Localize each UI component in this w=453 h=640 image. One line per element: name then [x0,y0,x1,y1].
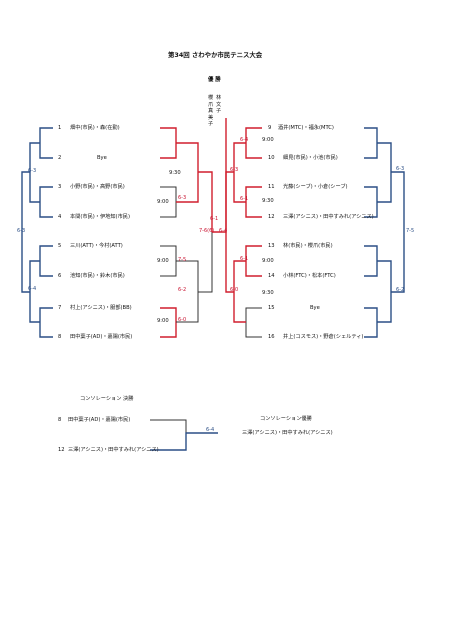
left-bracket-1-2 [39,127,53,159]
entry-name: Bye [310,305,320,311]
score-label: 6-2 [178,287,187,293]
right-semi [225,171,234,293]
entry-name: 小野(市民)・高野(市民) [70,184,125,190]
consolation-bracket [150,419,187,451]
right-inner-13 [245,245,262,277]
match-time: 9:30 [262,290,274,296]
champion-name-col1: 林 文 子 [216,95,222,115]
entry-number: 11 [268,184,275,190]
right-bracket-15-16 [364,307,378,338]
right-outer-final [391,171,405,293]
entry-name: 本間(市民)・伊地知(市民) [70,214,130,220]
entry-number: 14 [268,273,275,279]
entry-name: 田中葉子(AD)・嘉陽(市民) [68,417,131,423]
match-time: 9:00 [262,258,274,264]
entry-name: 池知(市民)・鈴木(市民) [70,273,125,279]
right-bracket-9-10 [364,127,378,159]
consolation-title: コンソレーション 決勝 [80,396,134,402]
entry-number: 15 [268,305,275,311]
entry-number: 12 [58,447,65,453]
entry-number: 7 [58,305,62,311]
entry-name: 三澤(アシニス)・田中すみれ(アシニス) [283,214,374,220]
entry-number: 9 [268,125,272,131]
right-inner-15 [245,307,262,338]
left-bracket-7-8 [39,307,53,338]
entry-number: 8 [58,334,62,340]
score-label: 7-6(6) [199,228,215,234]
entry-number: 4 [58,214,62,220]
entry-number: 10 [268,155,275,161]
score-label: 6-1 [210,216,219,222]
match-time: 9:00 [157,199,169,205]
score-label: 6-3 [17,228,26,234]
champion-label: 優 勝 [208,77,221,83]
score-label: 7-5 [178,257,187,263]
match-time: 9:00 [157,258,169,264]
entry-number: 12 [268,214,275,220]
entry-name: 村上(アシニス)・服部(BB) [70,305,132,311]
score-label: 6-1 [240,256,249,262]
score-label: 6-2 [396,287,405,293]
entry-number: 13 [268,243,275,249]
entry-name: Bye [97,155,107,161]
match-time: 9:30 [262,198,274,204]
entry-number: 16 [268,334,275,340]
champion-name-col2: 櫻 爪 真 美 子 [208,95,214,128]
score-label: 6-0 [230,287,239,293]
score-label: 6-4 [240,137,249,143]
entry-number: 8 [58,417,62,423]
right-inner-9 [245,127,262,159]
score-label: 6-4 [206,427,215,433]
left-bracket-3-4 [39,186,53,218]
page-title: 第34回 さわやか市民テニス大会 [168,51,263,59]
entry-name: 田中葉子(AD)・嘉陽(市民) [70,334,133,340]
right-inner-11 [245,186,262,218]
score-label: 6-1 [240,196,249,202]
left-semi-red [198,171,213,232]
entry-name: 酒井(MTC)・福永(MTC) [278,125,334,131]
consolation-winner: 三澤(アシニス)・田中すみれ(アシニス) [242,430,333,436]
left-inner-1 [160,127,177,159]
match-time: 9:00 [157,318,169,324]
match-time: 9:30 [169,170,181,176]
left-outer-final [21,171,30,293]
entry-number: 1 [58,125,62,131]
entry-name: 畑中(市民)・森(在勤) [70,125,120,131]
right-quarter-b [377,260,392,323]
score-label: 6-3 [28,168,37,174]
right-bracket-11-12 [364,186,378,218]
entry-name: 小林(FTC)・松本(FTC) [283,273,336,279]
left-bracket-5-6 [39,245,53,277]
entry-name: 三澤(アシニス)・田中すみれ(アシニス) [68,447,159,453]
match-time: 9:00 [262,137,274,143]
entry-number: 6 [58,273,62,279]
entry-number: 5 [58,243,62,249]
entry-name: 細見(市民)・小池(市民) [283,155,338,161]
score-label: 6-3 [230,167,239,173]
right-quarter-a [377,142,392,203]
center-to-top [212,118,227,233]
entry-name: 光藤(シーブ)・小倉(シーブ) [283,184,348,190]
score-label: 6-4 [28,286,37,292]
score-label: 6-4 [219,228,228,234]
right-bracket-13-14 [364,245,378,277]
entry-name: 井上(コスモス)・野倉(シェルティ) [283,334,364,340]
score-label: 6-0 [178,317,187,323]
consolation-winner-label: コンソレーション優勝 [260,416,312,422]
entry-name: 林(市民)・櫻爪(市民) [283,243,333,249]
score-label: 7-5 [406,228,415,234]
entry-name: 三川(ATT)・今村(ATT) [70,243,123,249]
entry-number: 3 [58,184,62,190]
score-label: 6-3 [178,195,187,201]
consolation-red [150,432,218,451]
score-label: 6-3 [396,166,405,172]
entry-number: 2 [58,155,62,161]
